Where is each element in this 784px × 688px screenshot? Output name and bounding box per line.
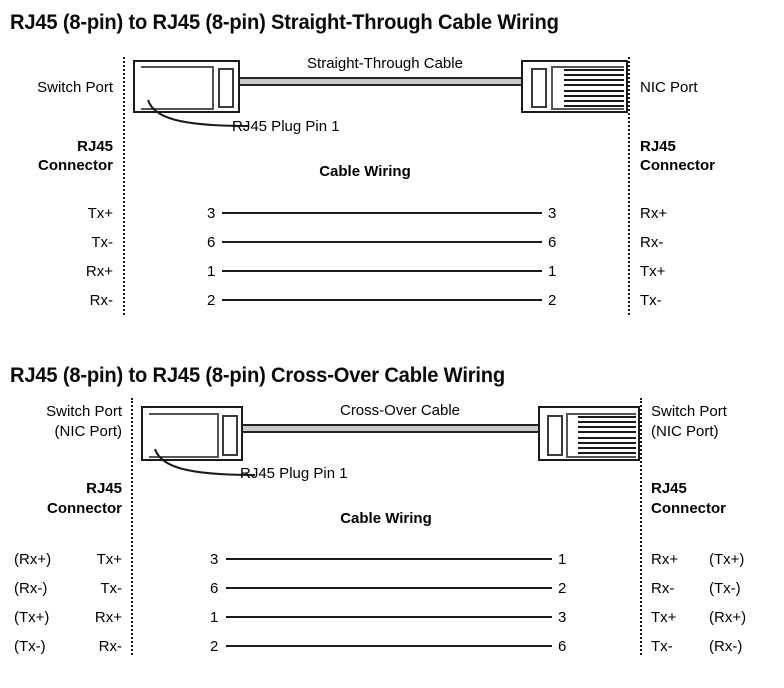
section-1-row-3-wire — [222, 299, 542, 301]
section-1-callout-leader — [147, 99, 249, 127]
section-2-row-1-wire — [226, 587, 552, 589]
section-1-right-connector-body-outline — [551, 66, 624, 110]
section-2-cable — [243, 424, 539, 433]
section-2-left-divider — [131, 398, 133, 655]
section-2-left-connector-latch-bar — [222, 415, 238, 456]
section-2-row-0-right-alt: (Tx+) — [709, 551, 745, 568]
section-2-row-1-left-signal: Tx- — [100, 580, 122, 597]
section-1-row-3-left-signal: Rx- — [89, 292, 113, 309]
section-1-row-1-left-signal: Tx- — [91, 234, 113, 251]
section-2-row-0-right-signal: Rx+ — [651, 551, 679, 568]
section-2-left-connector-body-outline — [149, 413, 219, 458]
section-2-callout-leader — [154, 448, 256, 476]
section-2-row-3-wire — [226, 645, 552, 647]
section-1-row-1-left-pin: 6 — [207, 234, 216, 251]
section-2-right-connector-latch-bar — [547, 415, 563, 456]
section-2-row-0-right-pin: 1 — [558, 551, 567, 568]
section-2-row-0-left-pin: 3 — [210, 551, 219, 568]
section-1-left-connector-body-outline — [141, 66, 214, 110]
section-2-left-port-sublabel: (NIC Port) — [54, 423, 123, 440]
section-2-cable-label: Cross-Over Cable — [339, 402, 461, 419]
section-1-row-3-right-signal: Tx- — [640, 292, 662, 309]
section-2-right-port-label: Switch Port — [651, 403, 727, 420]
section-1-left-connector-label-line1: RJ45 — [77, 138, 113, 155]
section-2-row-3-left-pin: 2 — [210, 638, 219, 655]
section-1-right-connector-latch-bar — [531, 68, 547, 108]
section-1-row-1-right-pin: 6 — [548, 234, 557, 251]
section-1-title: RJ45 (8-pin) to RJ45 (8-pin) Straight-Th… — [10, 11, 559, 34]
section-2-row-1-right-alt: (Tx-) — [709, 580, 741, 597]
section-1-left-rj45-connector — [133, 60, 240, 113]
section-1-left-divider — [123, 57, 125, 315]
section-2-row-3-left-signal: Rx- — [98, 638, 122, 655]
section-1-left-connector-label-line2: Connector — [38, 157, 113, 174]
section-2-row-1-left-alt: (Rx-) — [14, 580, 48, 597]
section-1-wiring-heading: Cable Wiring — [319, 163, 411, 180]
section-2-title: RJ45 (8-pin) to RJ45 (8-pin) Cross-Over … — [10, 364, 506, 387]
section-1-row-0-right-pin: 3 — [548, 205, 557, 222]
section-2-row-2-left-signal: Rx+ — [94, 609, 122, 626]
section-2-left-rj45-connector — [141, 406, 243, 461]
section-2-row-1-right-signal: Rx- — [651, 580, 675, 597]
section-2-right-connector-pin-stripes — [578, 416, 636, 454]
section-2-row-2-right-signal: Tx+ — [651, 609, 677, 626]
section-2-row-2-wire — [226, 616, 552, 618]
section-1-row-2-wire — [222, 270, 542, 272]
section-2-left-connector-label-line2: Connector — [47, 500, 122, 517]
section-1-right-connector-label-line1: RJ45 — [640, 138, 676, 155]
section-2-wiring-heading: Cable Wiring — [340, 510, 432, 527]
section-2-right-connector-label-line2: Connector — [651, 500, 726, 517]
section-1-row-0-wire — [222, 212, 542, 214]
section-1-row-0-right-signal: Rx+ — [640, 205, 668, 222]
section-2-row-2-left-alt: (Tx+) — [14, 609, 50, 626]
section-2-left-connector-label-line1: RJ45 — [86, 480, 122, 497]
section-1-right-rj45-connector — [521, 60, 628, 113]
section-2-row-0-left-signal: Tx+ — [96, 551, 122, 568]
section-1-left-connector-latch-bar — [218, 68, 234, 108]
section-2-right-connector-body-outline — [566, 413, 636, 458]
section-2-row-1-right-pin: 2 — [558, 580, 567, 597]
section-2-row-3-left-alt: (Tx-) — [14, 638, 46, 655]
section-1-right-divider — [628, 57, 630, 315]
section-2-right-rj45-connector — [538, 406, 640, 461]
section-2-left-port-label: Switch Port — [46, 403, 122, 420]
section-2-row-2-left-pin: 1 — [210, 609, 219, 626]
section-2-right-port-sublabel: (NIC Port) — [651, 423, 719, 440]
section-1-row-3-left-pin: 2 — [207, 292, 216, 309]
section-1-cable-label: Straight-Through Cable — [307, 55, 463, 72]
section-1-row-2-left-signal: Rx+ — [85, 263, 113, 280]
section-2-row-3-right-signal: Tx- — [651, 638, 673, 655]
section-2-right-divider — [640, 398, 642, 655]
section-2-row-2-right-alt: (Rx+) — [709, 609, 747, 626]
section-1-row-2-right-pin: 1 — [548, 263, 557, 280]
section-2-row-3-right-pin: 6 — [558, 638, 567, 655]
section-2-row-2-right-pin: 3 — [558, 609, 567, 626]
section-1-callout-label: RJ45 Plug Pin 1 — [232, 118, 340, 135]
section-2-row-3-right-alt: (Rx-) — [709, 638, 743, 655]
section-1-row-0-left-signal: Tx+ — [87, 205, 113, 222]
section-2-row-0-wire — [226, 558, 552, 560]
section-1-row-3-right-pin: 2 — [548, 292, 557, 309]
section-1-row-1-wire — [222, 241, 542, 243]
section-1-row-0-left-pin: 3 — [207, 205, 216, 222]
section-1-cable — [239, 77, 534, 86]
section-2-row-0-left-alt: (Rx+) — [14, 551, 52, 568]
section-1-right-port-label: NIC Port — [640, 79, 698, 96]
section-2-row-1-left-pin: 6 — [210, 580, 219, 597]
section-1-row-1-right-signal: Rx- — [640, 234, 664, 251]
section-1-right-connector-label-line2: Connector — [640, 157, 715, 174]
section-1-row-2-right-signal: Tx+ — [640, 263, 666, 280]
section-1-left-port-label: Switch Port — [37, 79, 113, 96]
section-2-right-connector-label-line1: RJ45 — [651, 480, 687, 497]
section-2-callout-label: RJ45 Plug Pin 1 — [240, 465, 348, 482]
section-1-right-connector-pin-stripes — [564, 69, 624, 107]
section-1-row-2-left-pin: 1 — [207, 263, 216, 280]
